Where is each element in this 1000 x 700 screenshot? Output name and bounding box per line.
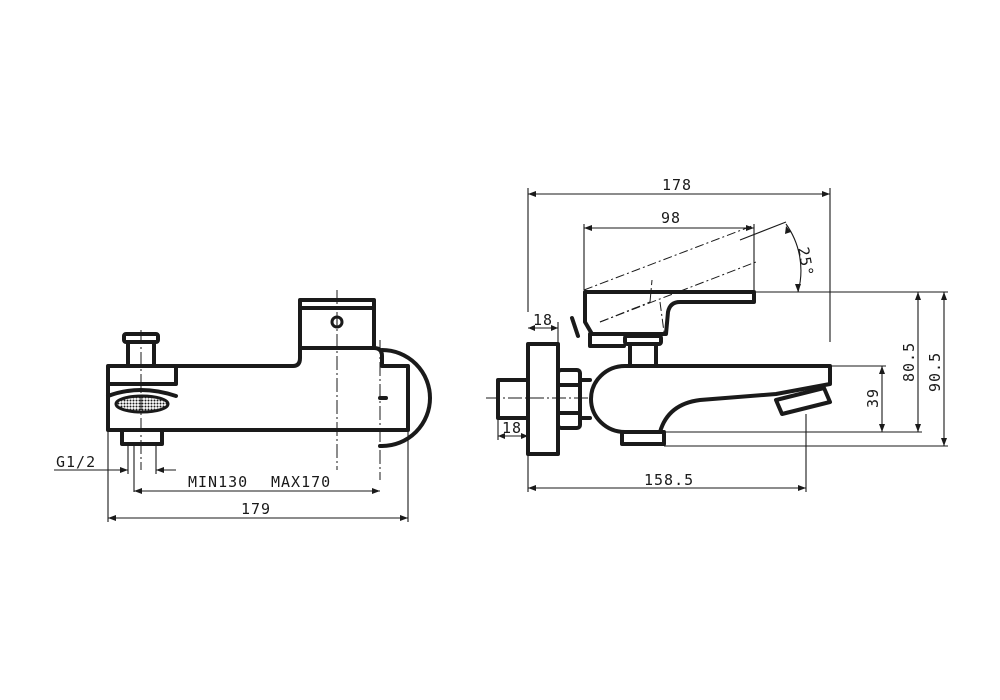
connector-depth-label: 18 [502, 419, 522, 437]
side-view [486, 188, 948, 492]
wall-flange [526, 342, 560, 456]
inlet-connector [120, 428, 164, 446]
total-depth-label: 178 [662, 176, 692, 194]
total-height-label: 90.5 [926, 352, 944, 392]
spout-height-label: 39 [864, 388, 882, 408]
max-length-label: MAX170 [271, 473, 331, 491]
flange-depth-label: 18 [533, 311, 553, 329]
diverter-cap [623, 334, 663, 368]
front-view [54, 290, 432, 522]
handle-lever [583, 290, 756, 336]
wall-connector [496, 378, 530, 420]
spout-outlet [774, 386, 832, 416]
bottom-connector [620, 430, 666, 446]
min-length-label: MIN130 [188, 473, 248, 491]
lever-height-label: 80.5 [900, 342, 918, 382]
hex-nut [556, 368, 582, 430]
lever-length-label: 98 [661, 209, 681, 227]
spout-body [589, 364, 832, 434]
lever-angle-label: 25° [794, 246, 817, 279]
aerator [106, 364, 178, 414]
thread-label: G1/2 [56, 453, 96, 471]
overall-width-label: 179 [241, 500, 271, 518]
handle-disc [378, 348, 432, 448]
spout-reach-label: 158.5 [644, 471, 694, 489]
